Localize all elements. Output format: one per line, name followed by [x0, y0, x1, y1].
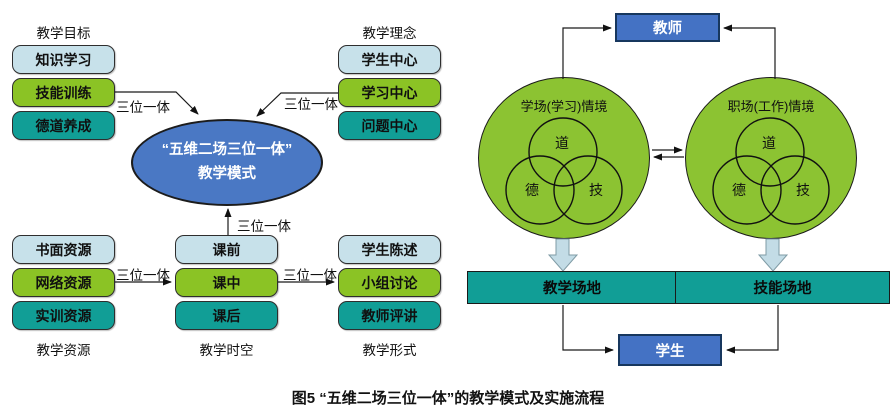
model-title-line1: “五维二场三位一体”	[161, 142, 293, 159]
box-student-centered: 学生中心	[338, 45, 441, 74]
trinity-label-timespace: 三位一体	[237, 219, 291, 234]
box-student-presentation: 学生陈述	[338, 235, 441, 264]
trinity-label-concepts: 三位一体	[284, 97, 338, 112]
box-teacher-comment: 教师评讲	[338, 301, 441, 330]
block-arrow-left	[547, 238, 579, 272]
venn-label-dao-right: 道	[762, 135, 776, 151]
box-problem-centered: 问题中心	[338, 111, 441, 140]
student-node: 学生	[618, 334, 722, 366]
trinity-label-forms: 三位一体	[283, 268, 337, 283]
figure-caption: 图5 “五维二场三位一体”的教学模式及实施流程	[291, 390, 605, 407]
block-arrow-right	[757, 238, 789, 272]
box-network-resources: 网络资源	[12, 268, 115, 297]
group-label-goals: 教学目标	[36, 26, 91, 41]
arrow-working-to-teacher	[723, 24, 776, 79]
box-learning-centered: 学习中心	[338, 78, 441, 107]
arrow-teachvenue-to-student	[562, 305, 614, 354]
skill-venue-box: 技能场地	[675, 271, 890, 304]
box-practical-resources: 实训资源	[12, 301, 115, 330]
box-virtue-cultivation: 德道养成	[12, 111, 115, 140]
teacher-node: 教师	[615, 13, 720, 42]
arrow-learning-to-teacher	[562, 24, 612, 79]
teaching-venue-box: 教学场地	[467, 271, 677, 304]
model-title-line2: 教学模式	[198, 165, 256, 182]
working-context-title: 职场(工作)情境	[727, 99, 815, 114]
group-label-resources: 教学资源	[36, 343, 91, 358]
box-knowledge-learning: 知识学习	[12, 45, 115, 74]
box-skill-training: 技能训练	[12, 78, 115, 107]
venn-label-de-left: 德	[525, 182, 539, 198]
trinity-label-resources: 三位一体	[116, 268, 170, 283]
box-after-class: 课后	[175, 301, 278, 330]
box-written-resources: 书面资源	[12, 235, 115, 264]
box-in-class: 课中	[175, 268, 278, 297]
arrow-skillvenue-to-student	[726, 305, 779, 354]
group-label-concepts: 教学理念	[362, 26, 417, 41]
venn-label-ji-left: 技	[589, 182, 603, 198]
box-before-class: 课前	[175, 235, 278, 264]
central-model-ellipse: “五维二场三位一体” 教学模式	[131, 119, 323, 206]
group-label-forms: 教学形式	[362, 343, 417, 358]
learning-context-title: 学场(学习)情境	[520, 99, 608, 114]
trinity-label-goals: 三位一体	[116, 100, 170, 115]
box-group-discussion: 小组讨论	[338, 268, 441, 297]
venn-label-ji-right: 技	[796, 182, 810, 198]
venn-label-dao-left: 道	[555, 135, 569, 151]
venn-label-de-right: 德	[732, 182, 746, 198]
group-label-timespace: 教学时空	[199, 343, 254, 358]
